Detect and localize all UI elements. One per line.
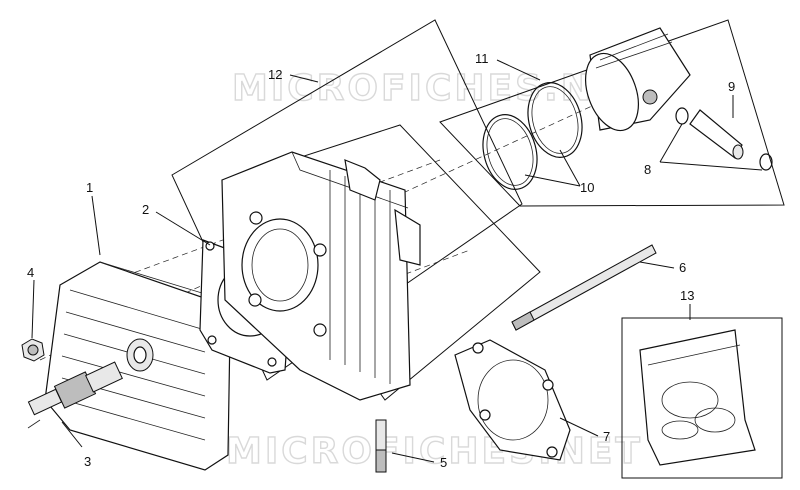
- callout-11: 11: [475, 51, 489, 66]
- callout-3: 3: [84, 454, 91, 469]
- nut-part: [21, 338, 45, 362]
- callout-7: 7: [603, 429, 610, 444]
- callout-9: 9: [728, 79, 735, 94]
- gasket-kit-box: [621, 317, 783, 479]
- wrist-pin: [689, 109, 744, 160]
- spark-plug: [27, 361, 123, 429]
- leader-lines: [31, 59, 763, 463]
- base-gasket: [454, 339, 571, 461]
- piston: [585, 27, 691, 132]
- watermark-bottom: MICROFICHES.NET: [226, 431, 643, 472]
- callout-1: 1: [86, 180, 93, 195]
- callout-5: 5: [440, 455, 447, 470]
- watermark-top: MICROFICHES.NET: [232, 68, 649, 109]
- callout-6: 6: [679, 260, 686, 275]
- callout-12: 12: [268, 67, 282, 82]
- callout-10: 10: [580, 180, 594, 195]
- cylinder-body: [221, 151, 421, 401]
- callout-4: 4: [27, 265, 34, 280]
- callout-8: 8: [644, 162, 651, 177]
- short-stud: [375, 419, 387, 473]
- callout-2: 2: [142, 202, 149, 217]
- piston-rings: [482, 82, 583, 190]
- gasket-kit-bag: [639, 329, 756, 466]
- callout-13: 13: [680, 288, 694, 303]
- long-stud: [511, 244, 657, 331]
